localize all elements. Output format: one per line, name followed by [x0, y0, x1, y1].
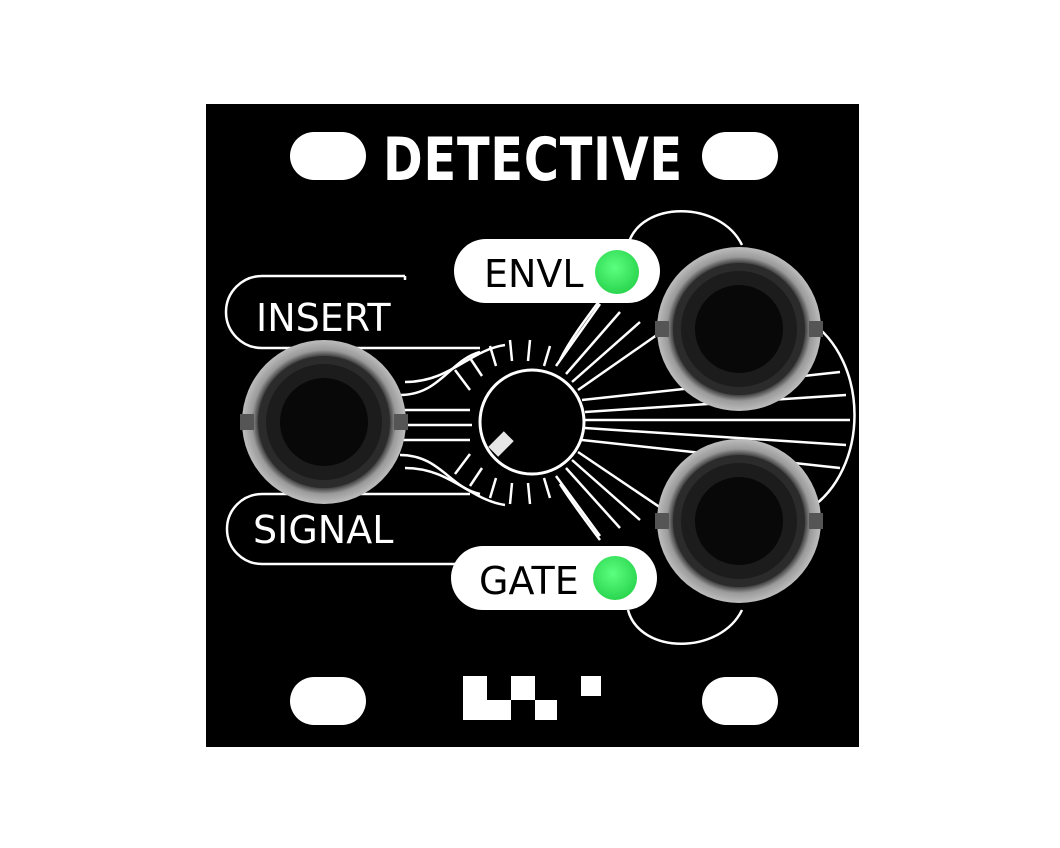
mounting-hole-bottom-right — [702, 677, 778, 725]
mounting-hole-top-right — [702, 132, 778, 180]
threshold-knob-icon[interactable] — [478, 368, 586, 476]
audio-jack-icon[interactable] — [240, 247, 823, 603]
pixel-logo-icon — [463, 676, 601, 720]
mounting-hole-top-left — [290, 132, 366, 180]
panel-linework — [224, 210, 856, 645]
gate-label: GATE — [479, 559, 579, 603]
mounting-hole-icon — [290, 132, 778, 725]
envl-label: ENVL — [484, 252, 584, 296]
mounting-hole-bottom-left — [290, 677, 366, 725]
knob-indicator — [488, 431, 514, 457]
signal-label: SIGNAL — [253, 508, 393, 552]
envelope-output-jack[interactable] — [655, 247, 823, 411]
status-led-icon — [593, 556, 637, 600]
module-title: DETECTIVE — [383, 125, 683, 195]
status-led-icon — [595, 250, 639, 294]
signal-input-jack[interactable] — [240, 340, 408, 504]
gate-output-jack[interactable] — [655, 439, 823, 603]
gate-output-label: GATE — [451, 546, 657, 610]
insert-label: INSERT — [256, 296, 391, 340]
envelope-output-label: ENVL — [454, 239, 660, 303]
